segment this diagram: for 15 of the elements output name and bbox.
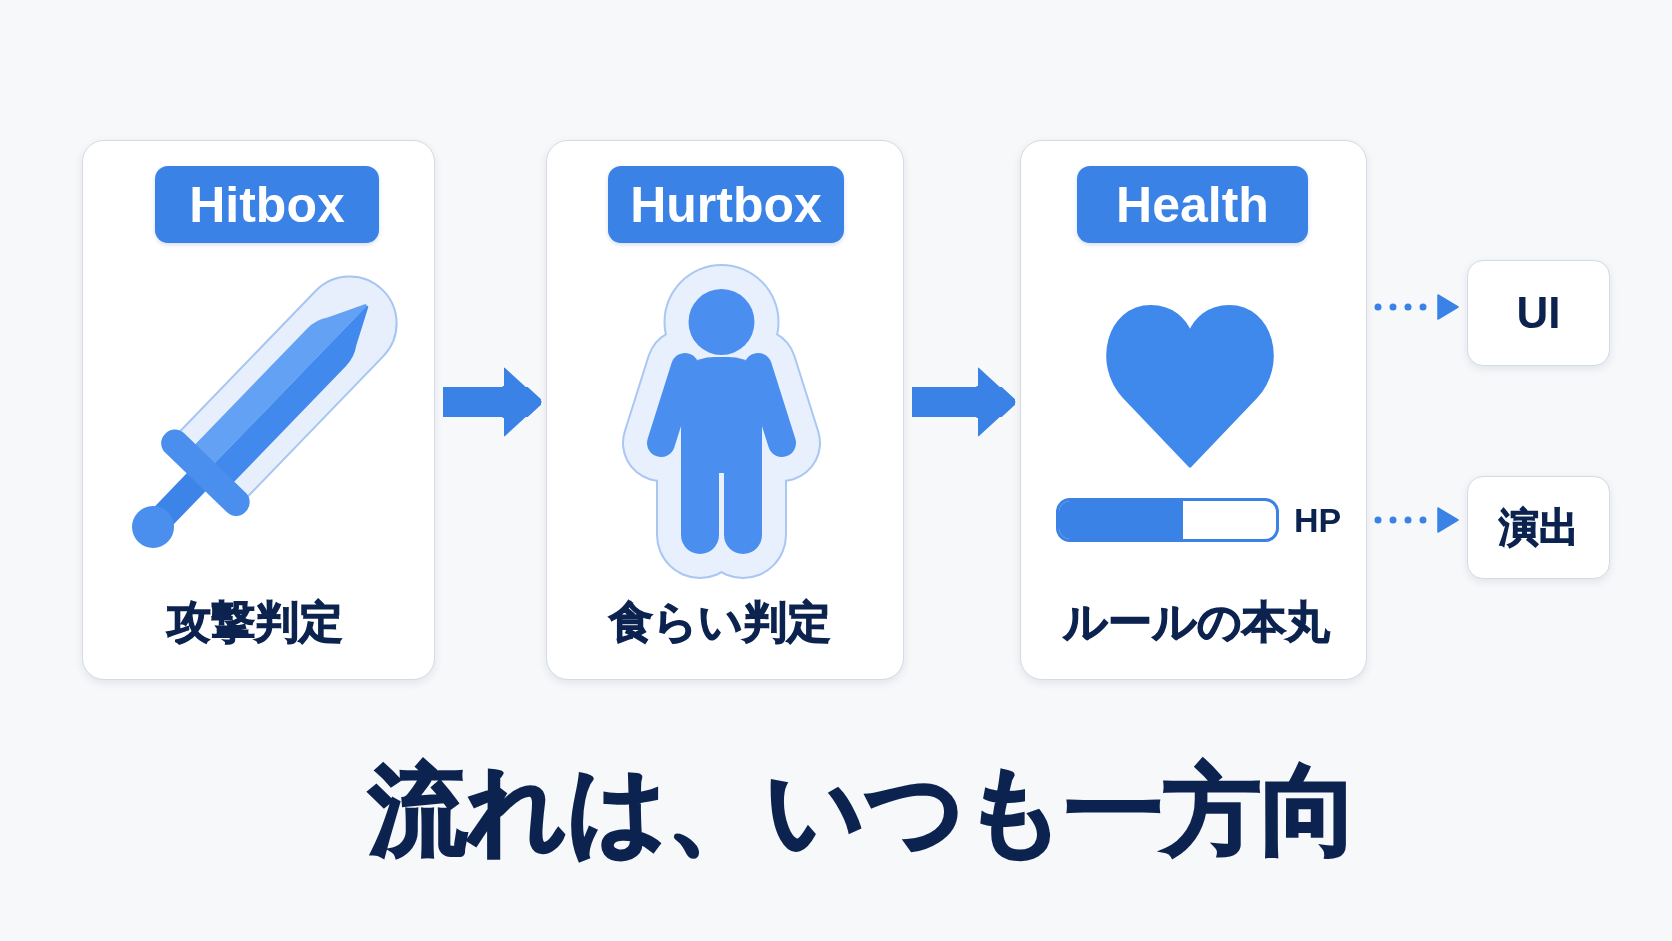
arrow <box>912 367 1016 437</box>
hp-label: HP <box>1294 500 1342 541</box>
info-card <box>1020 140 1367 680</box>
arrow <box>443 367 542 437</box>
card-label: ルールの本丸 <box>1062 596 1330 649</box>
info-card <box>82 140 435 680</box>
caption-heading: 流れは、いつも一方向 <box>369 757 1359 865</box>
target-box: UI <box>1467 260 1610 366</box>
heading-badge: Hurtbox <box>608 166 844 243</box>
target-box: 演出 <box>1467 476 1610 579</box>
card-label: 攻撃判定 <box>167 596 343 649</box>
info-card <box>546 140 904 680</box>
heading-badge: Hitbox <box>155 166 379 243</box>
heading-badge: Health <box>1077 166 1308 243</box>
card-label: 食らい判定 <box>609 596 831 649</box>
